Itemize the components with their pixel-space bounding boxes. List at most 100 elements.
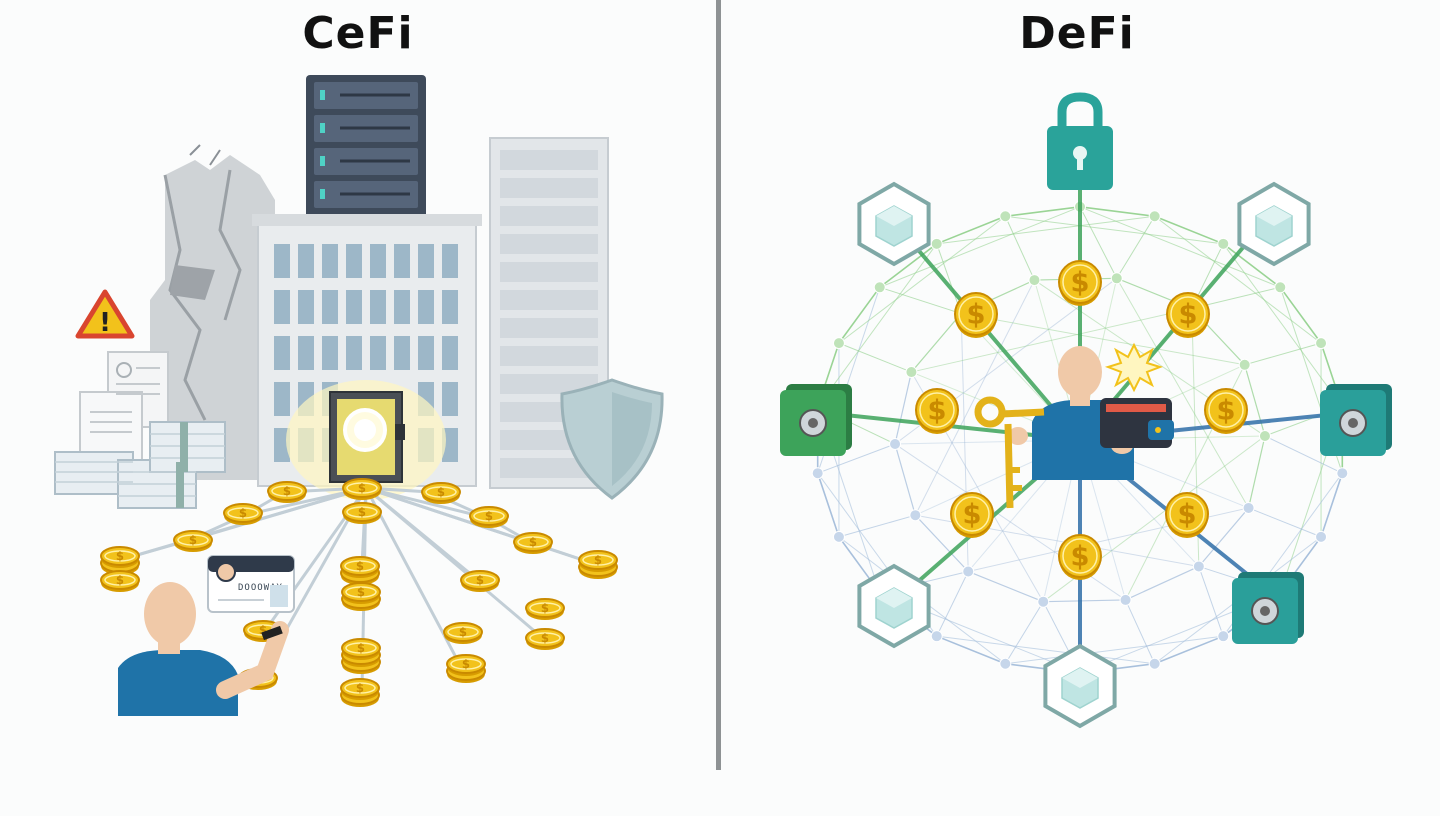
coin-icon: $: [578, 550, 618, 572]
mesh-line: [1198, 507, 1250, 567]
mesh-line: [936, 635, 1155, 665]
connection-line: [119, 490, 286, 562]
mesh-line: [817, 243, 938, 408]
block-hexagon-icon: [857, 181, 931, 267]
building-window: [298, 336, 314, 370]
coin-icon: $: [954, 292, 998, 338]
network-node: [905, 366, 918, 379]
building-window: [442, 428, 458, 462]
coin-icon: $: [1058, 534, 1102, 580]
network-node: [1037, 595, 1050, 608]
block-hexagon-icon: [1043, 643, 1117, 729]
mesh-line: [1004, 216, 1035, 281]
coin-symbol: $: [462, 657, 470, 671]
coin-symbol: $: [239, 506, 247, 520]
id-card-text: DOOOWAY: [238, 583, 283, 593]
cefi-illustration: !: [54, 75, 664, 716]
coin-symbol: $: [529, 535, 537, 549]
building-window: [394, 244, 410, 278]
coin-icon: $: [1165, 492, 1209, 538]
coin-icon: $: [460, 570, 500, 592]
cefi-title: CeFi: [302, 8, 414, 59]
building-window: [394, 290, 410, 324]
mesh-line: [1005, 215, 1224, 245]
mesh-line: [1198, 566, 1224, 637]
coin-icon: $: [267, 481, 307, 503]
coin-icon: $: [173, 530, 213, 552]
mesh-line: [936, 215, 1006, 245]
mesh-line: [1279, 286, 1322, 344]
network-node: [930, 630, 943, 643]
mesh-line: [894, 443, 916, 516]
building-window: [274, 382, 290, 416]
coin-symbol: $: [1071, 267, 1090, 298]
wallet-safes: [780, 384, 1392, 644]
network-node: [1315, 337, 1328, 350]
network-node: [1336, 467, 1349, 480]
person-icon: [118, 582, 289, 716]
coin-symbol: $: [357, 641, 365, 655]
mesh-line: [911, 308, 1192, 373]
mesh-line: [1079, 206, 1281, 288]
network-node: [1274, 281, 1287, 294]
cefi-panel: CeFi: [0, 0, 718, 816]
building-window: [274, 290, 290, 324]
building-window: [346, 244, 362, 278]
network-node: [1148, 210, 1161, 223]
coin-symbol: $: [259, 623, 267, 637]
mesh-line: [914, 279, 1035, 516]
coin-symbol: $: [358, 481, 366, 495]
mesh-line: [936, 243, 962, 314]
mesh-line: [936, 215, 1155, 245]
defi-illustration: $$$$$$$$: [780, 92, 1392, 729]
coin-symbol: $: [476, 573, 484, 587]
network-node: [1148, 657, 1161, 670]
mesh-line: [1116, 278, 1250, 509]
blockchain-blocks: [857, 181, 1311, 729]
mesh-line: [1079, 206, 1118, 279]
defi-title: DeFi: [1019, 8, 1135, 59]
connection-line: [365, 486, 479, 582]
network-node: [811, 467, 824, 480]
warning-mark: !: [99, 308, 111, 338]
coin-icon: $: [1204, 388, 1248, 434]
network-node: [832, 530, 845, 543]
coin-symbol: $: [356, 559, 364, 573]
coin-icon: $: [513, 532, 553, 554]
mesh-line: [879, 206, 1081, 288]
coin-symbol: $: [967, 299, 986, 330]
network-node: [999, 657, 1012, 670]
mesh-line: [838, 215, 1006, 344]
mesh-line: [879, 243, 938, 288]
coin-symbol: $: [1071, 541, 1090, 572]
center-divider: [716, 0, 721, 770]
connection-line: [365, 486, 489, 520]
mesh-line: [1004, 601, 1044, 665]
building-window: [442, 336, 458, 370]
network-node: [1242, 501, 1255, 514]
building-window: [298, 290, 314, 324]
building-window: [394, 336, 410, 370]
mesh-line: [816, 472, 840, 538]
mesh-line: [1154, 635, 1224, 665]
mesh-line: [914, 514, 969, 572]
building-window: [370, 244, 386, 278]
safe-icon: [1320, 384, 1392, 456]
building-window: [442, 290, 458, 324]
network-node: [1028, 274, 1041, 287]
mesh-line: [1248, 435, 1266, 509]
building-window: [346, 290, 362, 324]
network-node: [1192, 560, 1205, 573]
mesh-line: [817, 443, 896, 474]
mesh-line: [936, 635, 1006, 665]
building-window: [274, 428, 290, 462]
cash-stacks-icon: [54, 421, 226, 509]
coin-icon: $: [223, 503, 263, 525]
building-window: [418, 244, 434, 278]
coin-symbol: $: [1178, 499, 1197, 530]
defi-coins: $$$$$$$$: [915, 260, 1248, 580]
coin-icon: $: [342, 502, 382, 524]
mesh-line: [838, 342, 912, 373]
network-node: [1110, 272, 1123, 285]
coin-symbol: $: [541, 631, 549, 645]
